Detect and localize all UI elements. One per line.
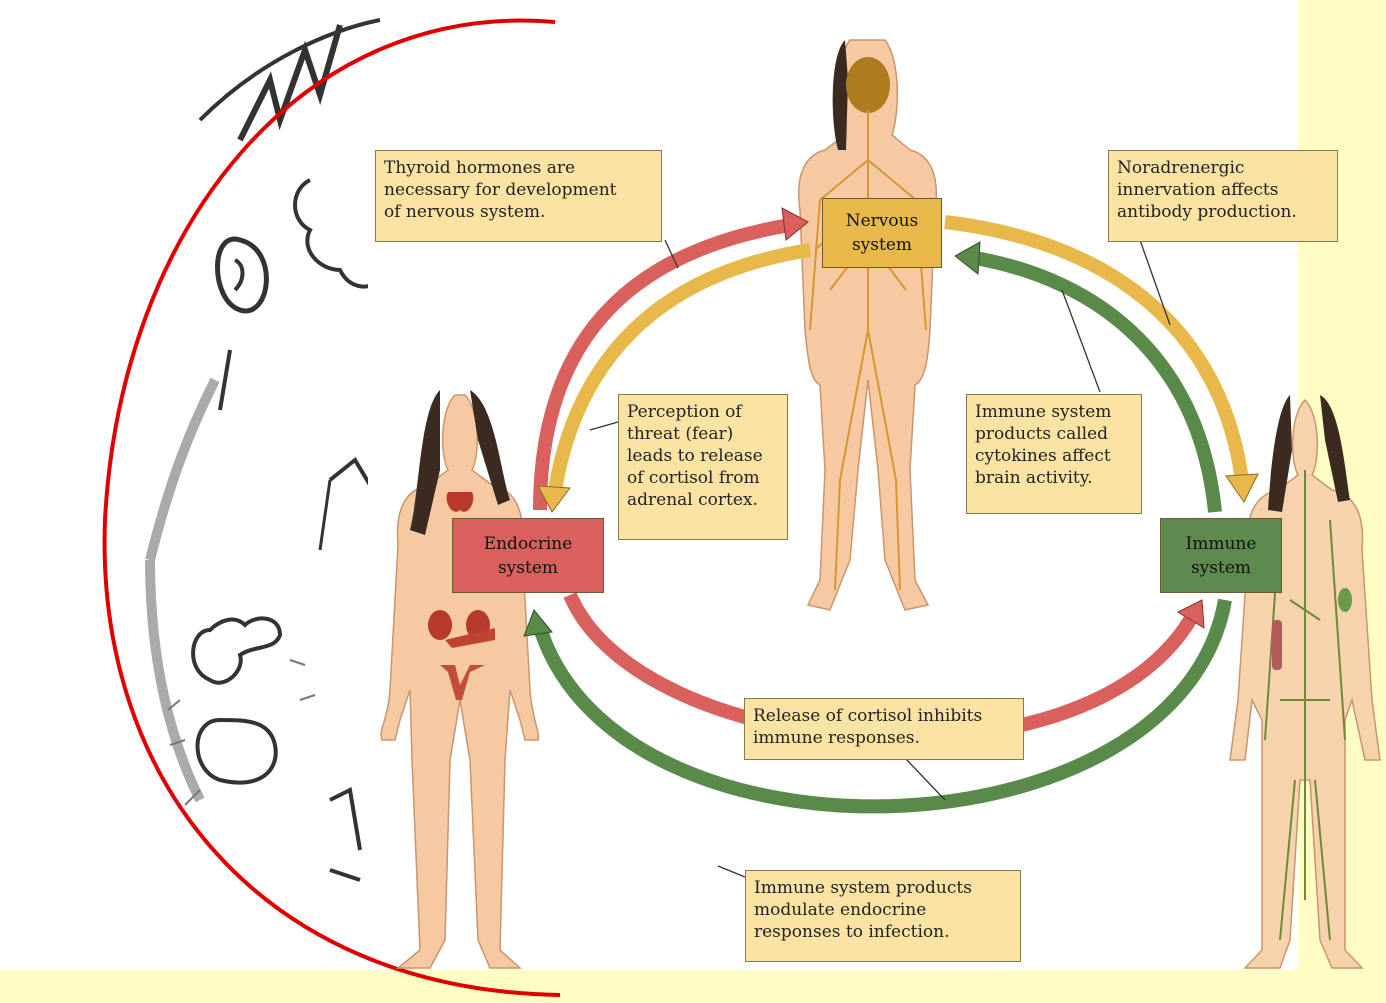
note-noradrenergic: Noradrenergic innervation affects antibo…: [1108, 150, 1338, 242]
note-thyroid: Thyroid hormones are necessary for devel…: [375, 150, 662, 242]
note-perception: Perception of threat (fear) leads to rel…: [618, 394, 788, 540]
immune-system-box: Immune system: [1160, 518, 1282, 593]
cartoon-sketch: [150, 20, 380, 880]
note-cortisol-inhibits: Release of cortisol inhibits immune resp…: [744, 698, 1024, 760]
endocrine-system-box: Endocrine system: [452, 518, 604, 593]
nervous-system-box: Nervous system: [822, 198, 942, 268]
note-immune-modulate: Immune system products modulate endocrin…: [745, 870, 1021, 962]
note-cytokines: Immune system products called cytokines …: [966, 394, 1142, 514]
